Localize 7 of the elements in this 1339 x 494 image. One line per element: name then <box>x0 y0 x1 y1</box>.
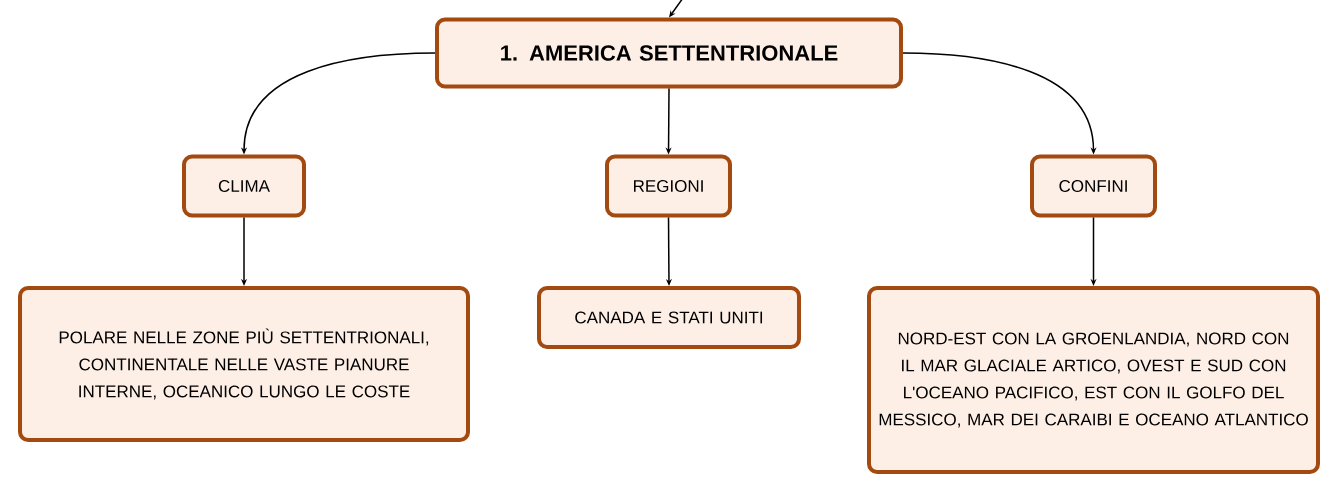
description-box: NORD-EST CON LA GROENLANDIA, NORD CON IL MAR GLACIALE ARTICO, OVEST E SUD CON L'OCEANO PACIFICO, EST CON IL GOLFO DEL MESSICO, MAR DEI CARAIBI E OCEANO ATLANTICO <box>867 286 1320 474</box>
category-box: CONFINI <box>1030 154 1157 218</box>
title-box: 1. AMERICA SETTENTRIONALE <box>435 17 903 89</box>
category-box: REGIONI <box>605 154 732 218</box>
category-box: CLIMA <box>182 154 306 218</box>
description-box: CANADA E STATI UNITI <box>537 286 801 349</box>
description-box: POLARE NELLE ZONE PIÙ SETTENTRIONALI, CONTINENTALE NELLE VASTE PIANURE INTERNE, OCEANICO LUNGO LE COSTE <box>18 286 470 442</box>
